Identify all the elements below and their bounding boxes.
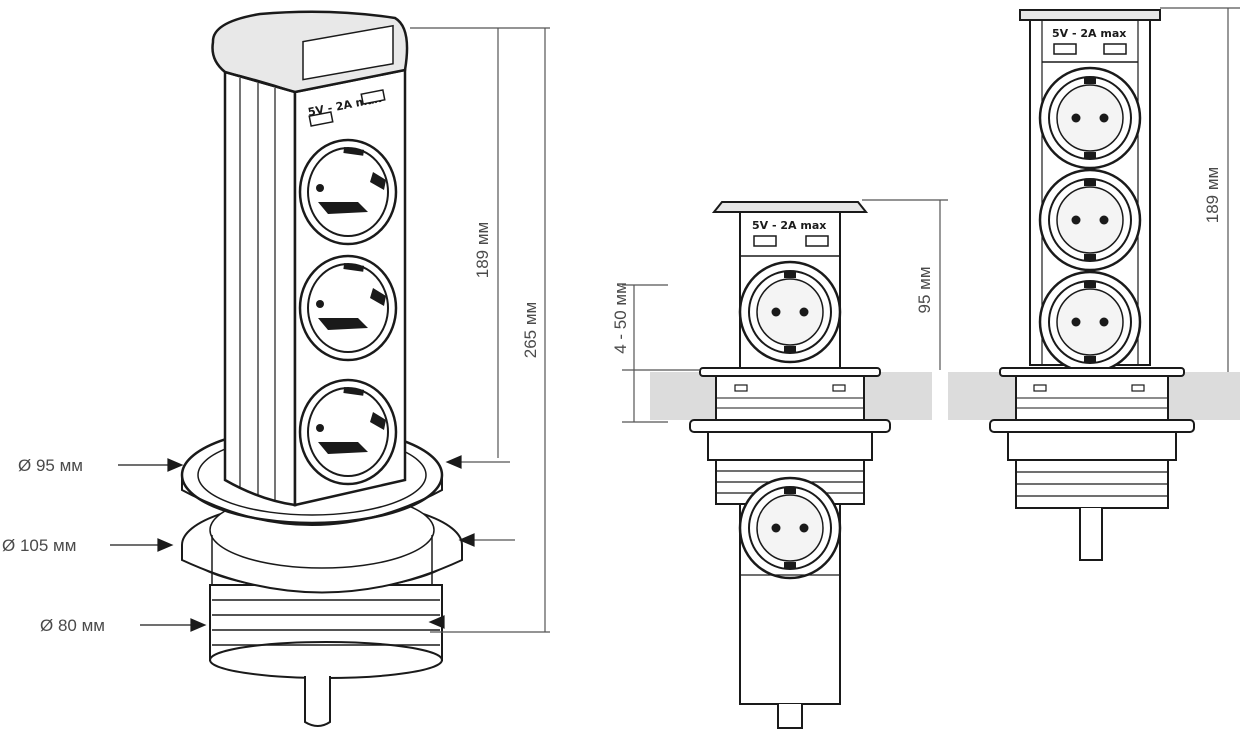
body-height-label: 189 мм: [473, 222, 492, 278]
diameter-flange-label: Ø 105 мм: [2, 536, 76, 555]
usb-port-icon: [360, 89, 386, 105]
tower-body: 5V - 2A max: [211, 10, 409, 507]
usb-port-icon: [753, 235, 777, 247]
socket-icon: [738, 476, 842, 580]
threaded-base: [209, 584, 443, 727]
usb-label: 5V - 2A max: [1052, 27, 1126, 40]
socket-icon: [298, 378, 398, 486]
perspective-view: 5V - 2A max: [2, 10, 550, 727]
usb-port-icon: [1053, 43, 1077, 55]
raised-height-label: 189 мм: [1203, 167, 1222, 223]
socket-icon: [1038, 270, 1142, 374]
closed-view: 5V - 2A max 95 мм: [611, 199, 948, 729]
closed-height-label: 95 мм: [915, 266, 934, 313]
usb-port-icon: [805, 235, 829, 247]
usb-port-icon: [1103, 43, 1127, 55]
socket-icon: [738, 260, 842, 364]
diameter-bottom-label: Ø 80 мм: [40, 616, 105, 635]
tabletop-thickness-label: 4 - 50 мм: [611, 282, 630, 354]
usb-label: 5V - 2A max: [752, 219, 826, 232]
socket-icon: [298, 138, 398, 246]
socket-icon: [1038, 66, 1142, 170]
dimension-lines: [410, 27, 550, 633]
diameter-top-label: Ø 95 мм: [18, 456, 83, 475]
usb-port-icon: [308, 111, 334, 127]
dimension-arrows: [110, 455, 475, 632]
socket-icon: [1038, 168, 1142, 272]
raised-view: 5V - 2A max 189 мм: [948, 7, 1240, 561]
socket-icon: [298, 254, 398, 362]
dimension-lines: [622, 199, 948, 423]
total-height-label: 265 мм: [521, 302, 540, 358]
dimension-lines: [1160, 7, 1240, 372]
